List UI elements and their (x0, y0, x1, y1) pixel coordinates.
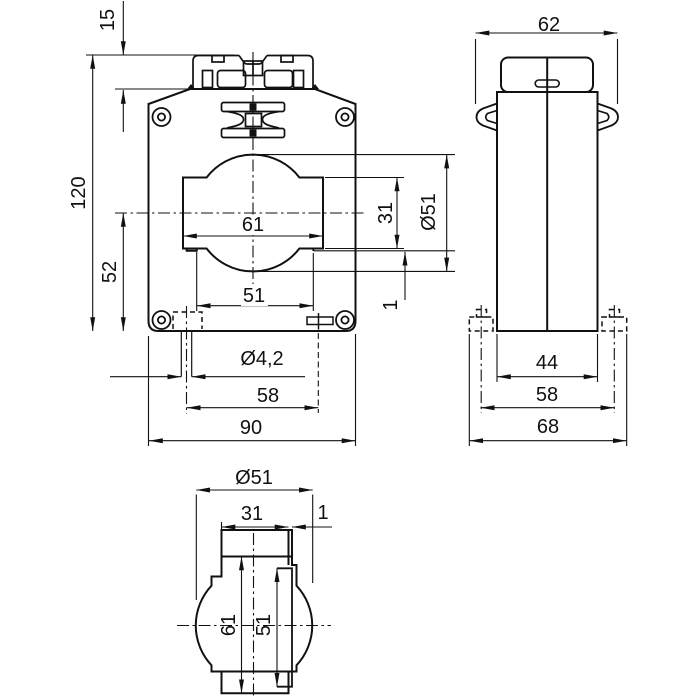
dim-front-hole-diameter: Ø4,2 (240, 348, 283, 370)
label-mask (237, 215, 269, 235)
bottom-inner-ledge (277, 567, 293, 688)
dim-bottom-window-width: 61 (218, 614, 240, 636)
dim-front-window-flat: 51 (243, 285, 265, 307)
label-mask (241, 286, 268, 306)
window-notch-left (185, 248, 198, 252)
dim-front-step: 1 (380, 299, 402, 310)
dim-side-foot-spacing: 58 (536, 384, 558, 406)
dim-bottom-slot-width: 31 (241, 503, 263, 525)
dim-side-base-width: 68 (537, 416, 559, 438)
side-slot (534, 79, 561, 88)
corner-screws (151, 107, 355, 330)
front-body-outline (147, 88, 357, 332)
dim-front-window-diameter: Ø51 (418, 193, 440, 231)
dim-bottom-step: 1 (317, 502, 328, 524)
dim-front-hole-spacing: 58 (257, 385, 279, 407)
mounting-slot-right (306, 313, 334, 330)
dim-front-total-height: 120 (68, 176, 90, 209)
side-hook-right (597, 102, 619, 132)
bottom-centerlines (177, 533, 331, 699)
bottom-extension-lines (195, 494, 314, 600)
side-view: 62 44 58 68 (468, 14, 628, 446)
dim-side-body-depth: 44 (536, 352, 558, 374)
side-dimension-lines (469, 30, 627, 444)
bottom-outline (194, 529, 314, 695)
side-centerlines (480, 305, 615, 413)
busbar-window-opening (182, 153, 324, 273)
dim-front-window-height: 31 (375, 202, 397, 224)
dim-front-center-to-bottom: 52 (99, 261, 121, 283)
side-hook-left (475, 102, 498, 132)
dim-bottom-diameter: Ø51 (235, 467, 273, 489)
front-extension-lines (86, 54, 455, 446)
dim-bottom-window-flat: 51 (253, 614, 275, 636)
bottom-view: Ø51 31 1 61 51 (177, 467, 332, 699)
mounting-slot-left (172, 311, 203, 377)
dim-front-window-width: 61 (242, 214, 264, 236)
side-extension-lines (468, 39, 628, 446)
front-centerlines (115, 52, 365, 414)
bottom-dimension-lines (196, 487, 332, 694)
side-hook-right-notch (597, 109, 610, 125)
dim-front-total-width: 90 (240, 417, 262, 439)
dim-side-top-width: 62 (538, 14, 560, 36)
dim-front-clip-height: 15 (97, 9, 119, 31)
front-view: 15 120 52 61 51 31 Ø51 1 Ø4,2 58 90 (68, 1, 455, 446)
side-hook-left-notch (484, 109, 498, 125)
